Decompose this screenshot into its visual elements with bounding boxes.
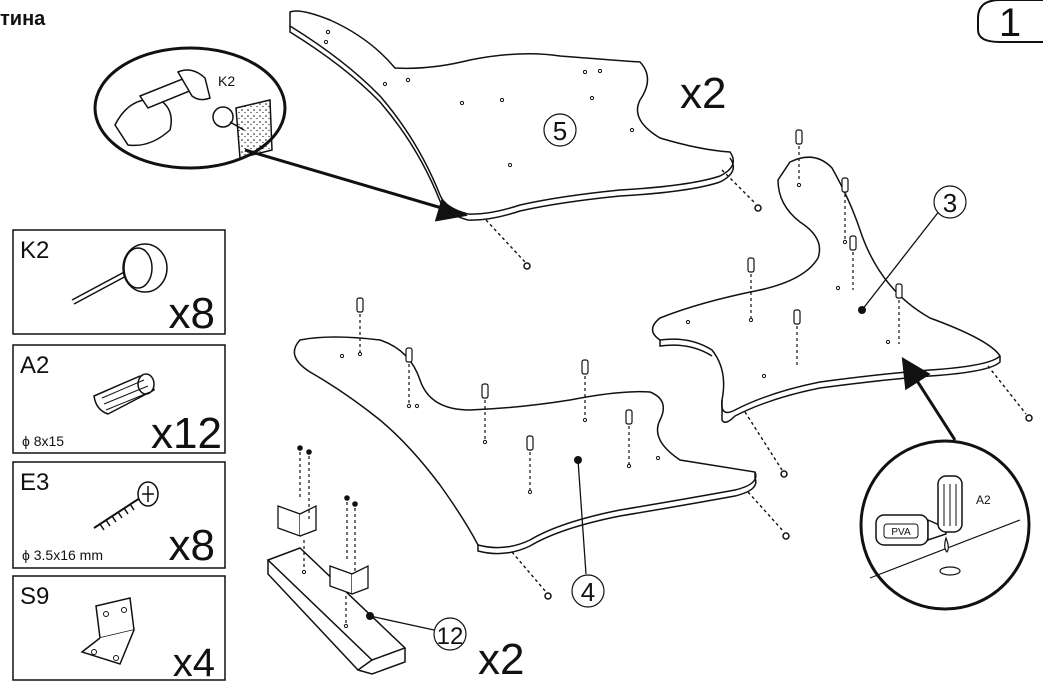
part-k2: K2 x8 xyxy=(12,229,226,338)
panel-5-badge xyxy=(543,113,577,147)
glue-callout-dowel-code: A2 xyxy=(976,493,991,507)
part-a2-qty: x12 xyxy=(151,409,222,458)
panel-3: 3 xyxy=(651,129,1033,478)
part-e3-size: ϕ 3.5x16 mm xyxy=(22,547,103,563)
part-k2-qty: x8 xyxy=(169,289,215,338)
hammer-head-icon xyxy=(176,69,211,101)
nail-head-icon xyxy=(212,106,234,128)
panel-5: 5 x2 xyxy=(289,10,762,270)
bracket-icon xyxy=(277,505,301,537)
panel-12-qty: x2 xyxy=(478,635,524,684)
part-s9-code: S9 xyxy=(20,583,49,610)
part-e3: E3 ϕ 3.5x16 mm x8 xyxy=(12,461,226,570)
part-e3-qty: x8 xyxy=(169,521,215,570)
screw-icon xyxy=(93,481,159,531)
step-badge: 1 xyxy=(977,0,1043,45)
part-a2: A2 ϕ 8x15 x12 xyxy=(12,344,226,458)
nail-icon xyxy=(71,243,168,305)
panel-12: 12 x2 xyxy=(266,445,524,684)
panel-4-number: 4 xyxy=(581,577,595,607)
panel-5-qty: x2 xyxy=(680,69,726,118)
glue-drop-icon xyxy=(944,536,949,553)
step-number: 1 xyxy=(999,1,1021,45)
panel-5-number: 5 xyxy=(553,116,567,146)
part-e3-code: E3 xyxy=(20,469,49,496)
glue-arrow xyxy=(901,356,957,441)
board-edge-icon xyxy=(235,99,273,159)
glue-callout: PVA A2 xyxy=(859,439,1031,611)
panel-3-number: 3 xyxy=(943,188,957,218)
dowel-part-icon xyxy=(93,373,155,415)
part-k2-code: K2 xyxy=(20,237,49,264)
hand-icon xyxy=(114,98,172,147)
panel-3-badge xyxy=(933,185,967,219)
part-a2-size: ϕ 8x15 xyxy=(22,433,64,449)
panel-12-badge xyxy=(433,617,467,651)
part-s9-qty: x4 xyxy=(173,641,215,685)
bracket-part-icon xyxy=(80,597,135,665)
panel-4-badge xyxy=(571,574,605,608)
glue-label: PVA xyxy=(891,527,911,538)
part-a2-code: A2 xyxy=(20,352,49,379)
hammer-arrow xyxy=(244,148,468,222)
page-title: тина xyxy=(0,8,46,30)
panel-12-number: 12 xyxy=(437,623,464,650)
part-s9: S9 x4 xyxy=(12,575,226,685)
hammer-callout: K2 xyxy=(93,46,287,170)
hammer-callout-code: K2 xyxy=(218,73,235,89)
panel-4: 4 xyxy=(293,297,790,608)
parts-legend: K2 x8 A2 ϕ 8x15 x12 xyxy=(12,229,226,685)
